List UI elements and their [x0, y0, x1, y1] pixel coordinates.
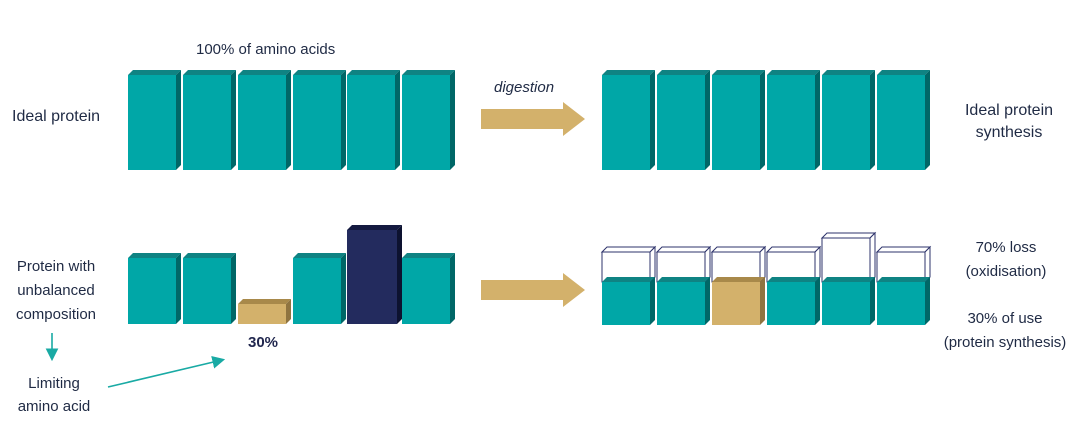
lost-portion-outline-3 — [710, 245, 767, 284]
ideal-synthesis-label: Ideal protein synthesis — [944, 100, 1074, 144]
synthesis-block-6 — [877, 70, 930, 170]
ideal-synthesis-label-line-1: Ideal protein — [964, 102, 1054, 119]
used-block-6 — [877, 277, 930, 325]
arrows — [45, 102, 585, 388]
ideal-synthesis-blocks — [602, 70, 930, 170]
lost-portion-outline-6 — [875, 245, 932, 284]
unbalanced-label-line-2: unbalanced — [17, 282, 95, 299]
used-limiting-block — [712, 277, 765, 325]
use-label: 30% of use (protein synthesis) — [932, 307, 1078, 355]
synthesis-block-1 — [602, 70, 655, 170]
synthesis-block-3 — [712, 70, 765, 170]
lost-portion-outline-2 — [655, 245, 712, 284]
loss-label-line-2: (oxidisation) — [965, 263, 1047, 280]
ideal-protein-blocks — [128, 70, 455, 170]
digestion-arrow — [481, 102, 585, 136]
unbalanced-protein-label: Protein with unbalanced composition — [4, 255, 108, 327]
unbalanced-label-line-3: composition — [15, 306, 97, 323]
digestion-arrow-bottom — [481, 273, 585, 307]
loss-label-line-1: 70% loss — [975, 239, 1037, 256]
header-100-percent: 100% of amino acids — [196, 41, 336, 58]
used-block-5 — [822, 277, 875, 325]
synthesis-block-5 — [822, 70, 875, 170]
ideal-synthesis-label-line-2: synthesis — [975, 124, 1043, 141]
unbalanced-block-2 — [183, 253, 236, 324]
unbalanced-block-6 — [402, 253, 455, 324]
unbalanced-label-line-1: Protein with — [16, 258, 96, 275]
amino-acid-block-2 — [183, 70, 236, 170]
synthesis-block-2 — [657, 70, 710, 170]
synthesis-block-4 — [767, 70, 820, 170]
lost-portion-outline-1 — [600, 245, 657, 284]
used-block-1 — [602, 277, 655, 325]
limiting-amino-acid-block — [238, 299, 291, 324]
amino-acid-block-4 — [293, 70, 346, 170]
lost-portion-outline-5 — [820, 231, 877, 284]
use-label-line-2: (protein synthesis) — [943, 334, 1067, 351]
use-label-line-1: 30% of use — [967, 310, 1043, 327]
limiting-percent-label: 30% — [248, 334, 279, 351]
lost-portion-outline-4 — [765, 245, 822, 284]
limiting-label-line-1: Limiting — [28, 375, 80, 392]
loss-label: 70% loss (oxidisation) — [945, 236, 1067, 284]
unbalanced-block-4 — [293, 253, 346, 324]
amino-acid-block-3 — [238, 70, 291, 170]
ideal-protein-label: Ideal protein — [12, 108, 101, 125]
limiting-pointer-arrow — [107, 355, 226, 388]
amino-acid-block-5 — [347, 70, 400, 170]
unbalanced-block-1 — [128, 253, 181, 324]
amino-acid-block-1 — [128, 70, 181, 170]
used-block-4 — [767, 277, 820, 325]
unbalanced-synthesis-blocks — [600, 231, 932, 325]
limiting-label-line-2: amino acid — [17, 398, 91, 415]
digestion-label: digestion — [494, 79, 555, 96]
used-block-2 — [657, 277, 710, 325]
limiting-amino-acid-label: Limiting amino acid — [6, 372, 102, 418]
excess-amino-acid-block — [347, 225, 402, 324]
amino-acid-block-6 — [402, 70, 455, 170]
unbalanced-protein-blocks — [128, 225, 455, 324]
